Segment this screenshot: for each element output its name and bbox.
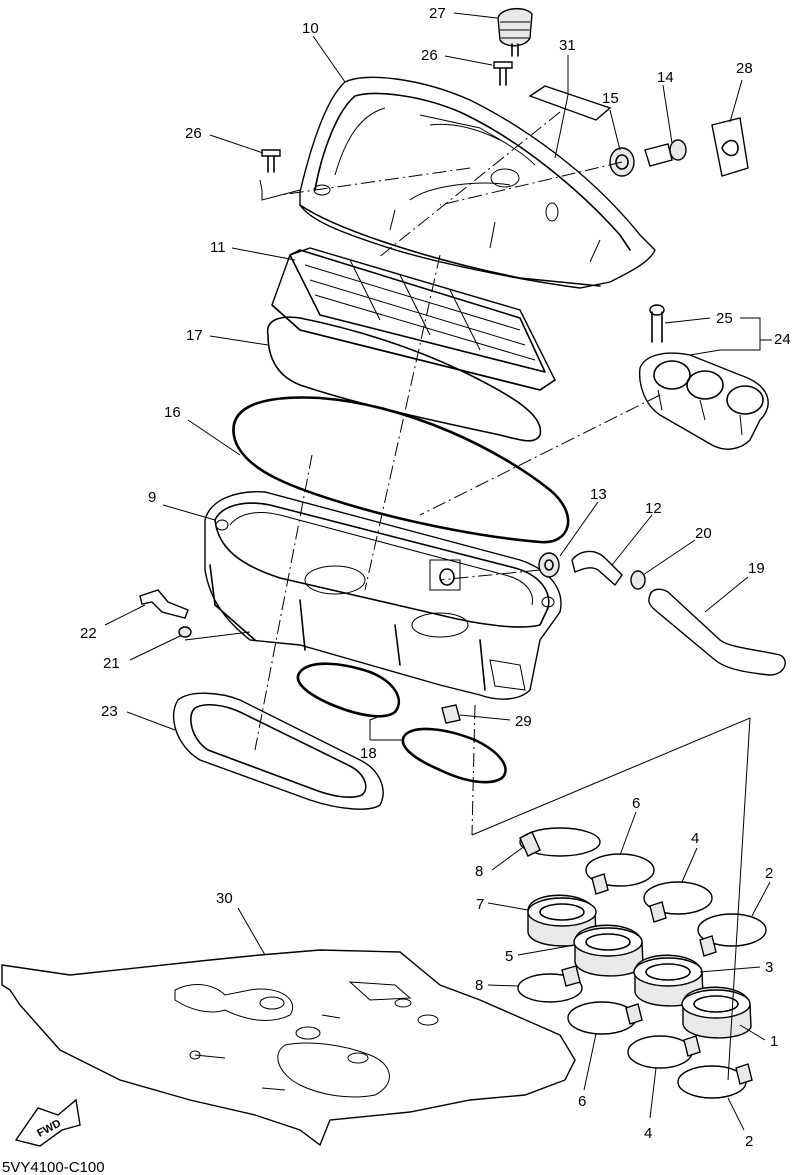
callout-29: 29	[515, 713, 532, 730]
callout-labels: 27 26 10 26 31 15 14 28 11 17 25 24 16 9…	[80, 5, 791, 1150]
callout-30: 30	[216, 890, 233, 907]
callout-2-top: 2	[765, 865, 773, 882]
part-4-clamp-upper	[643, 881, 713, 923]
callout-26-left: 26	[185, 125, 202, 142]
callout-19: 19	[748, 560, 765, 577]
callout-24: 24	[774, 331, 791, 348]
part-12-hose	[571, 550, 623, 587]
callout-23: 23	[101, 703, 118, 720]
callout-11: 11	[210, 239, 226, 256]
part-24-air-funnel	[638, 352, 769, 450]
part-28-clip-nut	[711, 117, 749, 177]
callout-17: 17	[186, 327, 203, 344]
part-31-label	[528, 85, 612, 121]
callout-8-lower: 8	[475, 977, 483, 994]
part-26-screw-left	[261, 149, 281, 173]
callout-4-lower: 4	[644, 1125, 652, 1142]
callout-6-lower: 6	[578, 1093, 586, 1110]
part-8-clamp-upper	[519, 827, 601, 857]
callout-3: 3	[765, 959, 773, 976]
callout-25: 25	[716, 310, 733, 327]
part-25-screw	[649, 304, 665, 343]
part-18-gasket-upper	[296, 662, 401, 718]
callout-5: 5	[505, 948, 513, 965]
callout-31: 31	[559, 37, 576, 54]
callout-1: 1	[770, 1033, 778, 1050]
centre-lines	[184, 111, 751, 1081]
callout-22: 22	[80, 625, 97, 642]
part-10-case-cap	[299, 76, 656, 289]
callout-14: 14	[657, 69, 674, 86]
callout-8-top: 8	[475, 863, 483, 880]
callout-20: 20	[695, 525, 712, 542]
callout-9: 9	[148, 489, 156, 506]
part-6-clamp-lower	[567, 1001, 643, 1035]
part-20-clip	[630, 570, 646, 590]
callout-26-top: 26	[421, 47, 438, 64]
part-1-joint	[681, 986, 752, 1039]
part-9-case-body	[204, 491, 562, 700]
part-19-hose	[648, 588, 786, 676]
leader-lines	[104, 12, 772, 1131]
part-18-gasket-lower	[401, 727, 507, 784]
callout-27: 27	[429, 5, 446, 22]
part-29-clip	[441, 704, 461, 724]
part-4-clamp-lower	[627, 1035, 701, 1069]
part-2-clamp-upper	[697, 913, 767, 957]
callout-6-top: 6	[632, 795, 640, 812]
part-2-clamp-lower	[677, 1063, 753, 1099]
part-17-seal	[266, 316, 542, 442]
part-26-screw-top	[493, 61, 513, 86]
part-23-seal	[173, 692, 384, 810]
callout-13: 13	[590, 486, 607, 503]
callout-28: 28	[736, 60, 753, 77]
part-27-grommet	[497, 7, 533, 57]
callout-12: 12	[645, 500, 662, 517]
callout-15: 15	[602, 90, 619, 107]
part-14-bolt	[644, 139, 687, 167]
callout-10: 10	[302, 20, 319, 37]
callout-7: 7	[476, 896, 484, 913]
part-8-clamp-lower	[517, 965, 583, 1003]
part-30-heat-shield	[1, 949, 576, 1147]
part-13-grommet	[538, 552, 560, 578]
part-6-clamp-upper	[585, 853, 655, 895]
part-16-gasket	[232, 396, 570, 544]
drawing-code: 5VY4100-C100	[2, 1159, 105, 1175]
callout-18: 18	[360, 745, 377, 762]
callout-4-top: 4	[691, 830, 699, 847]
part-5-joint	[573, 924, 644, 977]
part-21-nut	[178, 626, 192, 638]
part-3-joint	[633, 954, 704, 1007]
callout-21: 21	[103, 655, 120, 672]
callout-2-lower: 2	[745, 1133, 753, 1150]
callout-16: 16	[164, 404, 181, 421]
part-22-bracket	[139, 589, 189, 619]
fwd-arrow-icon: FWD	[14, 1098, 81, 1147]
